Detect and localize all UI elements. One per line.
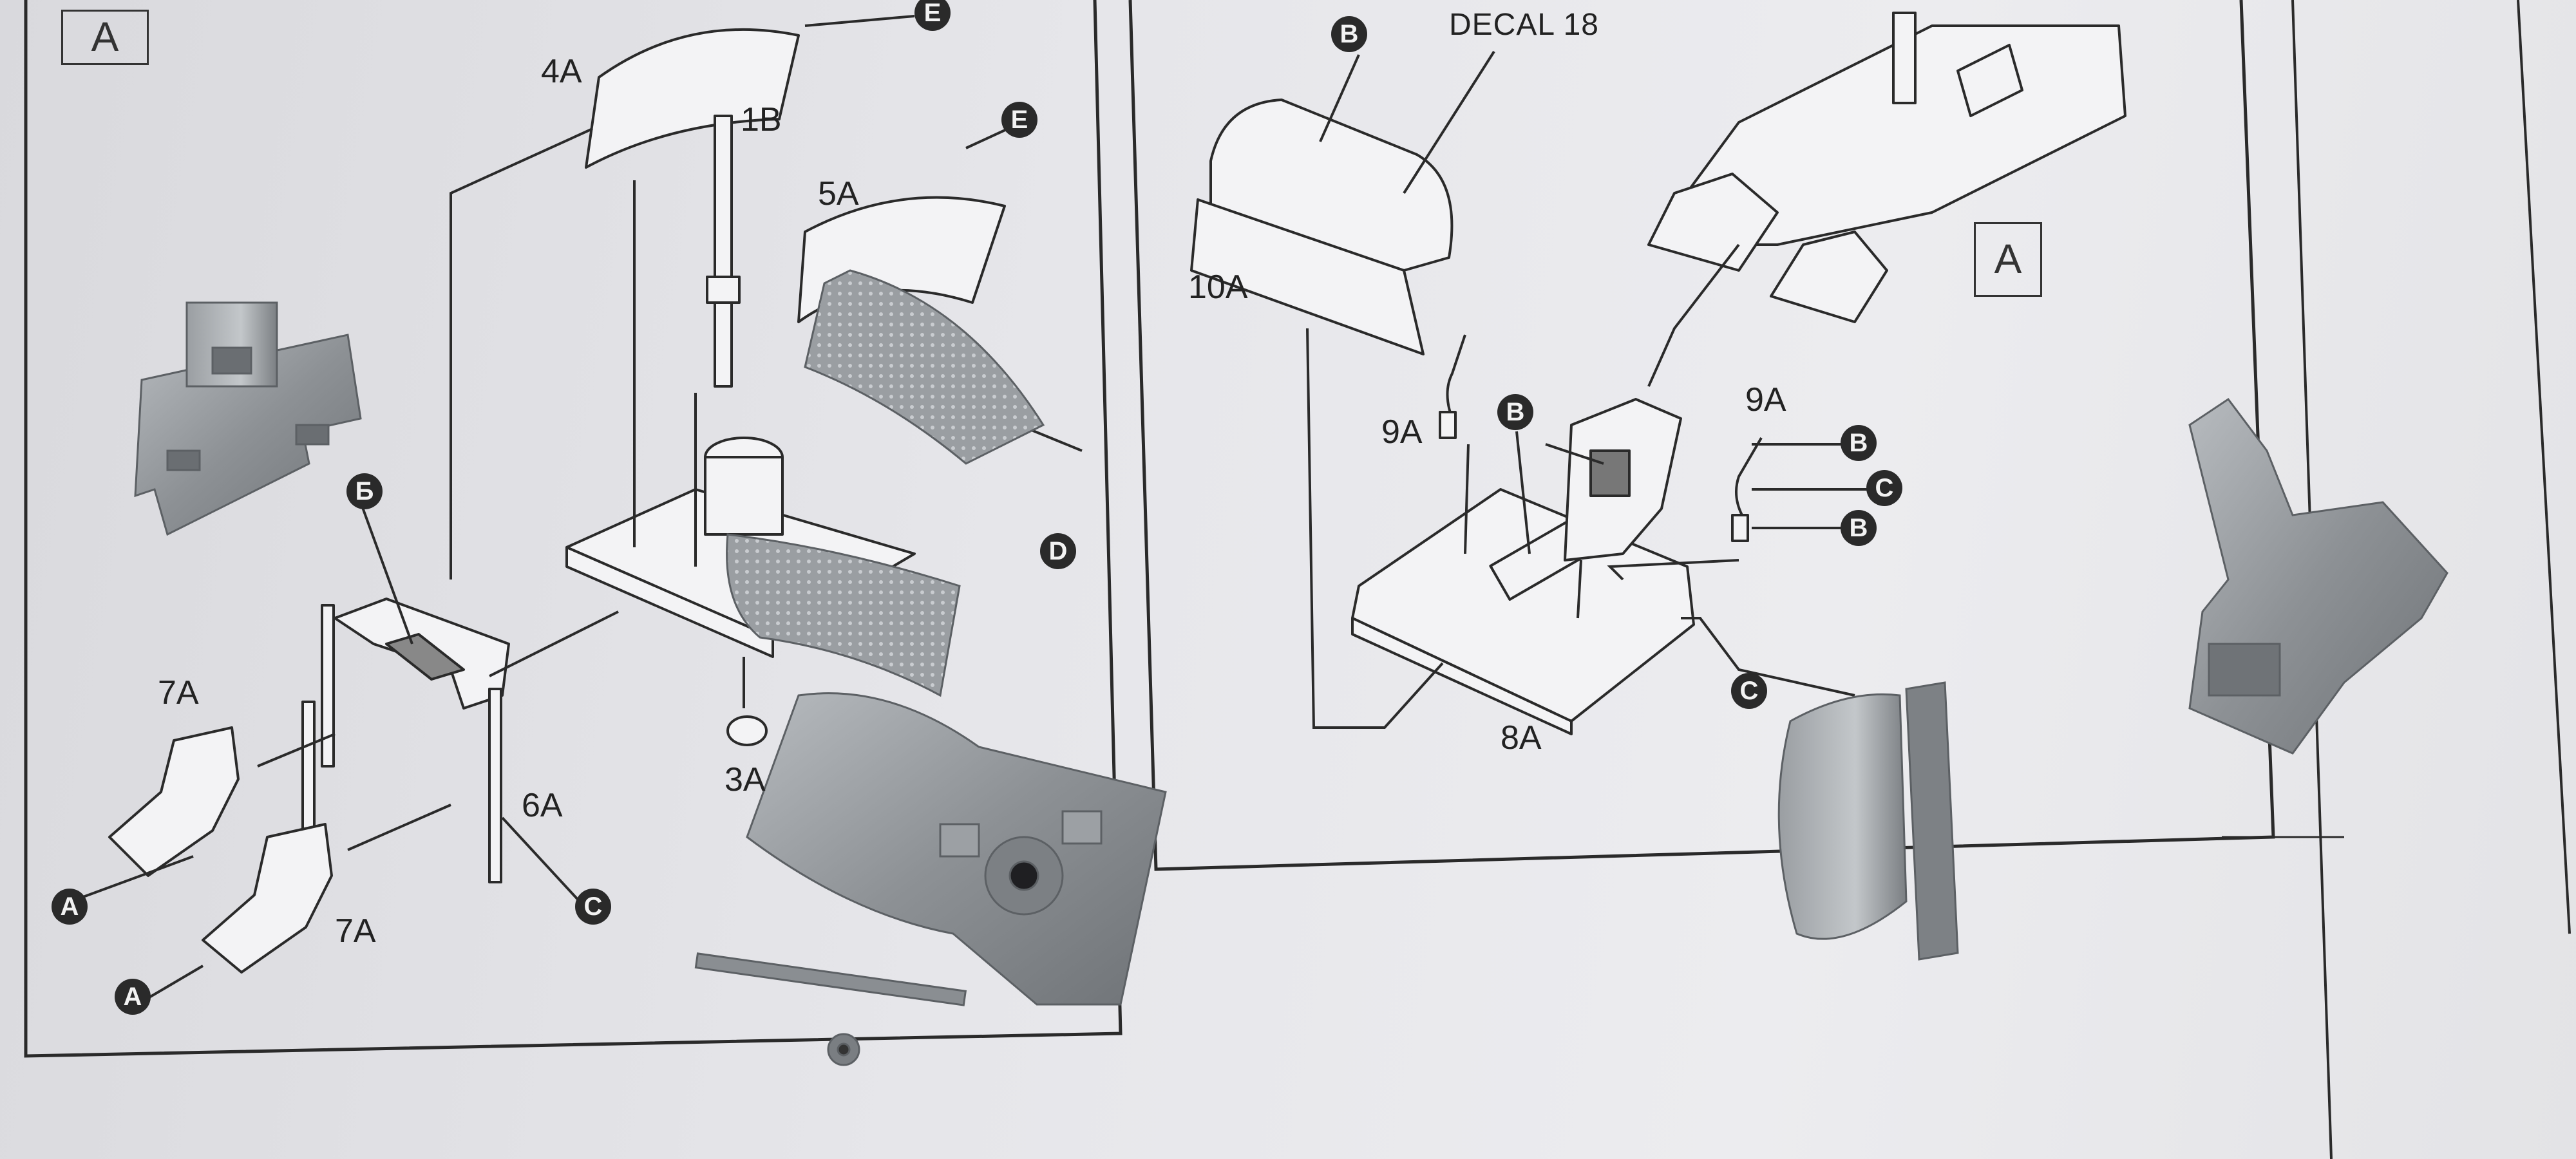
- callout-e-top: E: [914, 0, 951, 31]
- panel-b-leaders: [1306, 50, 1868, 729]
- part-label-6a: 6A: [522, 787, 563, 824]
- plastic-part-frame: [134, 301, 362, 536]
- part-label-9a-left: 9A: [1381, 413, 1423, 451]
- part-label-3a: 3A: [724, 761, 766, 798]
- callout-a-bottom: A: [115, 979, 151, 1015]
- callout-c: C: [575, 889, 611, 925]
- callout-c-bottom: C: [1731, 673, 1767, 709]
- part-label-4a: 4A: [541, 53, 582, 90]
- inset-tag: A: [1974, 222, 2042, 297]
- plastic-part-cockpit-tub: [746, 692, 1167, 1006]
- decal-label: DECAL 18: [1449, 8, 1599, 42]
- part-label-5a: 5A: [818, 175, 859, 212]
- panel-a-tag: A: [61, 10, 149, 65]
- callout-b-top: B: [1331, 16, 1367, 52]
- callout-d: D: [1040, 533, 1076, 569]
- part-label-1b: 1B: [741, 101, 782, 138]
- callout-a-left: A: [52, 889, 88, 925]
- part-label-10a: 10A: [1188, 269, 1248, 306]
- callout-e-mid: E: [1001, 102, 1037, 138]
- panel-b-lineart: [1190, 12, 2126, 735]
- plastic-part-instrument-hood: [1777, 681, 1959, 961]
- plastic-part-floor-panel-upper: [804, 269, 1045, 465]
- callout-c-right: C: [1866, 470, 1902, 506]
- callout-b-right-2: B: [1841, 510, 1877, 546]
- callout-b-right-1: B: [1841, 425, 1877, 461]
- plastic-part-floor-panel-lower: [726, 533, 961, 697]
- part-label-9a-right: 9A: [1745, 381, 1786, 419]
- part-label-7a-top: 7A: [158, 674, 199, 711]
- panel-a-lineart: [108, 28, 1006, 974]
- plastic-part-rod: [694, 952, 967, 1066]
- part-label-8a: 8A: [1501, 719, 1542, 757]
- callout-b-frame: Б: [346, 473, 383, 509]
- callout-b-mid: B: [1497, 394, 1533, 430]
- part-label-7a-bottom: 7A: [335, 912, 376, 950]
- plastic-part-console: [2188, 397, 2448, 755]
